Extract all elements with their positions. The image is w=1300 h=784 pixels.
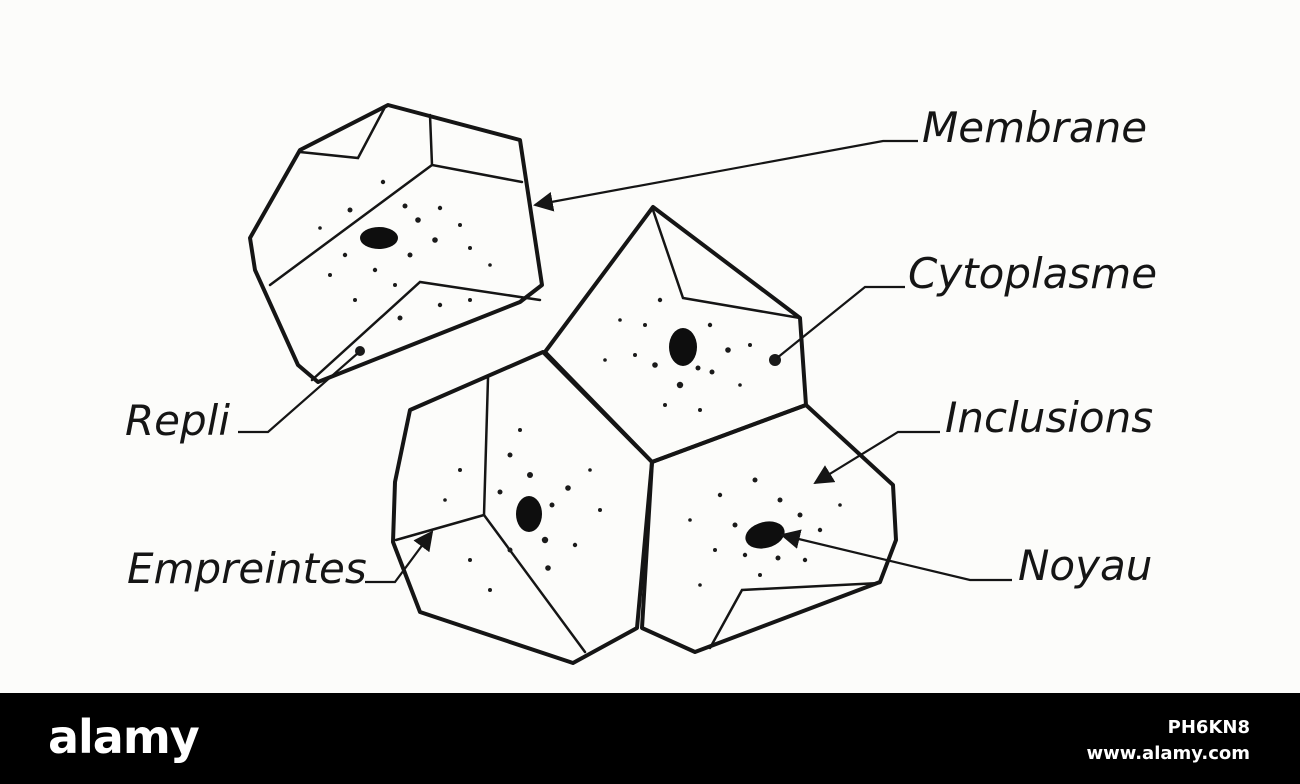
nucleus-top-left — [360, 227, 398, 249]
inclusion-dot — [838, 503, 842, 507]
inclusion-dot — [468, 298, 472, 302]
inclusion-dot — [381, 180, 385, 184]
watermark-bar: alamy PH6KN8 www.alamy.com — [0, 693, 1300, 784]
leader-membrane — [535, 141, 918, 205]
leader-inclusions — [815, 432, 940, 483]
inclusion-dot — [468, 558, 472, 562]
inclusion-dot — [343, 253, 347, 257]
cell-top-left-edge-diagonal — [270, 165, 432, 285]
inclusion-dot — [718, 493, 722, 497]
leader-cytoplasme — [777, 287, 905, 358]
inclusion-dot — [798, 513, 803, 518]
inclusion-dot — [818, 528, 822, 532]
inclusion-dot — [588, 468, 592, 472]
inclusion-dot — [373, 268, 377, 272]
label-noyau: Noyau — [1018, 541, 1152, 590]
label-cytoplasme: Cytoplasme — [908, 249, 1157, 298]
inclusion-dot — [698, 583, 702, 587]
nucleus-bottom-left — [516, 496, 542, 532]
cell-top-left-edge-vertical — [430, 115, 522, 182]
inclusion-dot — [565, 485, 571, 491]
inclusion-dot — [708, 323, 712, 327]
inclusion-dot — [776, 556, 781, 561]
inclusion-dot — [550, 503, 555, 508]
site-url: www.alamy.com — [1086, 743, 1250, 764]
inclusion-dot — [753, 478, 758, 483]
inclusion-dot — [527, 472, 533, 478]
inclusion-dot — [508, 548, 513, 553]
cell-bottom-left-edge-vertical — [484, 378, 488, 515]
inclusion-dot — [438, 206, 442, 210]
label-inclusions: Inclusions — [945, 393, 1153, 442]
cell-bottom-right — [642, 405, 896, 652]
nucleus-bottom-right — [742, 517, 787, 552]
inclusion-dot — [598, 508, 602, 512]
inclusion-dot — [398, 316, 403, 321]
inclusion-dot — [545, 565, 551, 571]
inclusion-dot — [663, 403, 667, 407]
inclusion-dot — [713, 548, 717, 552]
cell-top-left-fold-lower — [312, 282, 540, 380]
inclusion-dot — [633, 353, 637, 357]
cell-top-left — [250, 105, 542, 382]
inclusion-dot — [677, 382, 683, 388]
cell-diagram: Membrane Cytoplasme Repli Inclusions Emp… — [0, 0, 1300, 693]
inclusion-dot — [618, 318, 622, 322]
inclusion-dot — [318, 226, 322, 230]
image-id: PH6KN8 — [1168, 717, 1250, 738]
inclusion-dot — [488, 263, 492, 267]
cell-bottom-left — [393, 352, 652, 663]
inclusion-dot — [468, 246, 472, 250]
inclusion-dot — [498, 490, 503, 495]
inclusion-dot — [688, 518, 692, 522]
inclusion-dot — [643, 323, 647, 327]
inclusion-dot — [573, 543, 577, 547]
inclusion-dot — [328, 273, 332, 277]
inclusion-dot — [393, 283, 397, 287]
inclusion-dot — [803, 558, 807, 562]
nucleus-center-right — [669, 328, 697, 366]
inclusion-dot — [710, 370, 715, 375]
cell-bottom-left-edge-right — [484, 515, 585, 652]
inclusion-dot — [353, 298, 357, 302]
label-empreintes: Empreintes — [127, 544, 367, 593]
inclusion-dot — [458, 223, 462, 227]
inclusion-dot — [415, 217, 421, 223]
inclusion-dot — [696, 366, 701, 371]
inclusion-dot — [458, 468, 462, 472]
inclusion-dot — [432, 237, 438, 243]
inclusion-dot — [438, 303, 442, 307]
inclusion-dot — [725, 347, 731, 353]
inclusion-dot — [488, 588, 492, 592]
label-membrane: Membrane — [922, 103, 1147, 152]
cell-center-right — [545, 207, 806, 462]
inclusion-dot — [658, 298, 662, 302]
label-repli: Repli — [125, 396, 230, 445]
inclusion-dot — [733, 523, 738, 528]
inclusion-dot — [698, 408, 702, 412]
inclusion-dot — [542, 537, 548, 543]
cell-top-left-inclusions — [318, 180, 492, 321]
inclusion-dot — [748, 343, 752, 347]
inclusion-dot — [778, 498, 783, 503]
cell-top-left-outline — [250, 105, 542, 382]
inclusion-dot — [518, 428, 522, 432]
inclusion-dot — [443, 498, 447, 502]
inclusion-dot — [408, 253, 413, 258]
inclusion-dot — [348, 208, 353, 213]
inclusion-dot — [652, 362, 658, 368]
inclusion-dot — [603, 358, 607, 362]
inclusion-dot — [738, 383, 742, 387]
alamy-logo: alamy — [48, 709, 199, 765]
inclusion-dot — [508, 453, 513, 458]
cell-diagram-svg: Membrane Cytoplasme Repli Inclusions Emp… — [0, 0, 1300, 693]
inclusion-dot — [403, 204, 408, 209]
cell-bottom-left-edge-left — [396, 515, 484, 540]
inclusion-dot — [743, 553, 747, 557]
inclusion-dot — [758, 573, 762, 577]
